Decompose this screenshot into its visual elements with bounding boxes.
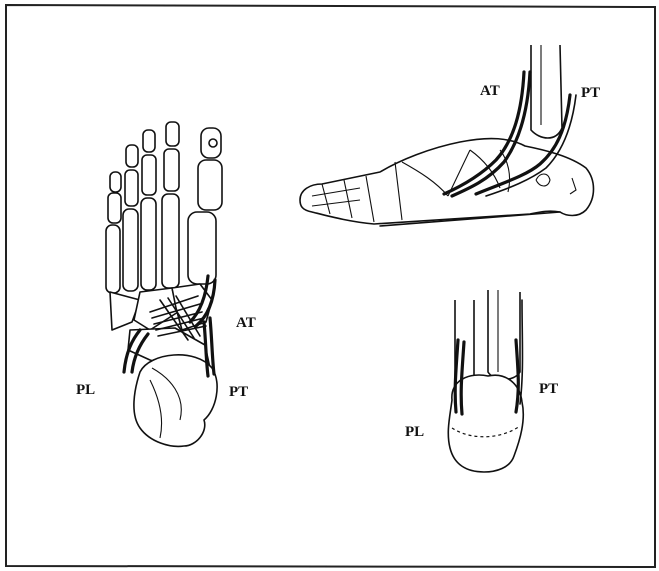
- dorsal-label-pl: PL: [76, 382, 95, 398]
- posterior-label-pl: PL: [405, 424, 424, 440]
- posterior-label-pt: PT: [539, 381, 558, 397]
- medial-label-pt: PT: [581, 85, 600, 101]
- medial-label-at: AT: [480, 83, 500, 99]
- toe-phalanges: [106, 122, 222, 293]
- dorsal-label-pt: PT: [229, 384, 248, 400]
- dorsal-label-at: AT: [236, 315, 256, 331]
- dorsal-foot-view: AT PT PL: [76, 122, 256, 446]
- calcaneus-posterior: [448, 375, 523, 472]
- posterior-ankle-view: PT PL: [405, 290, 558, 472]
- medial-foot-view: AT PT: [300, 45, 600, 226]
- tibia-shaft: [531, 45, 562, 138]
